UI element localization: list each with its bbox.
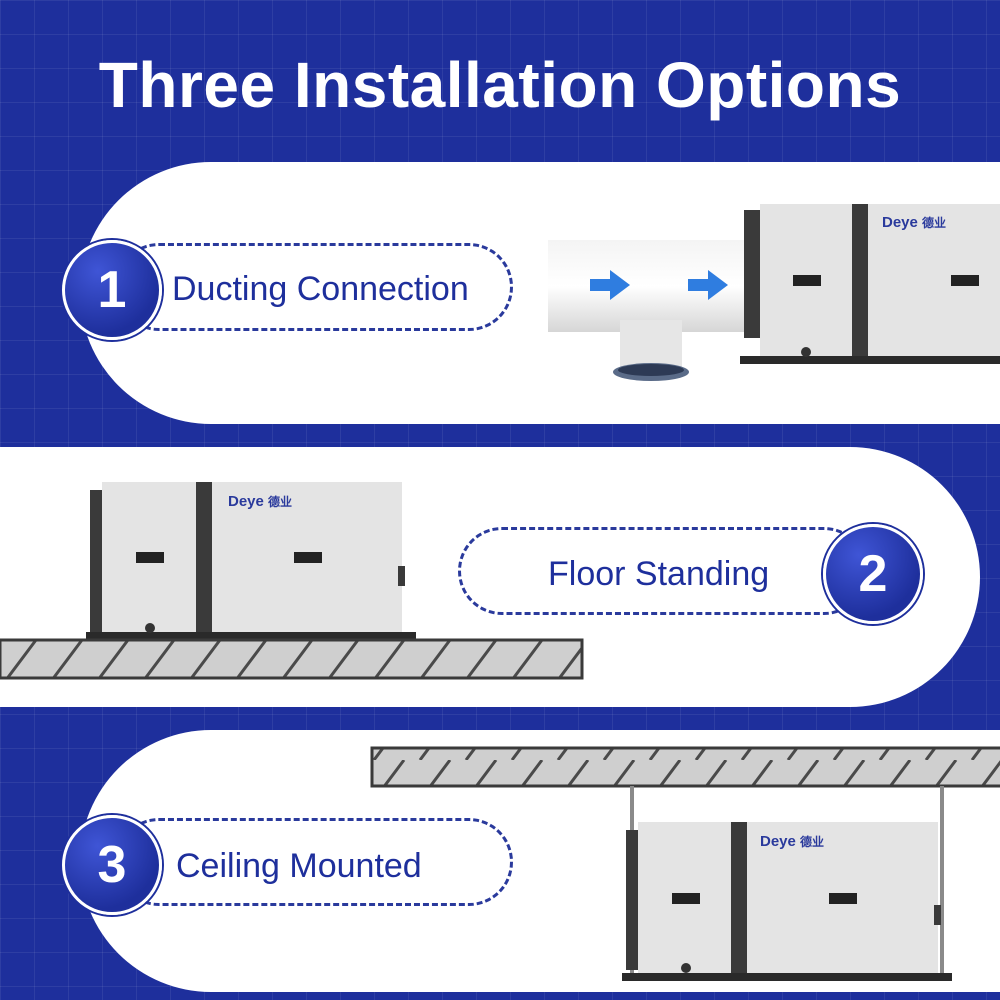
option-2-label: Floor Standing <box>548 555 770 593</box>
airflow-arrow-icon <box>590 270 728 300</box>
dehumidifier-unit-floor <box>86 482 416 640</box>
brand-logo: Deye 德业 <box>760 833 825 850</box>
option-3-label: Ceiling Mounted <box>176 847 422 885</box>
page-title: Three Installation Options <box>98 49 902 121</box>
option-1-label: Ducting Connection <box>172 270 469 308</box>
option-2-number-badge: 2 <box>823 524 923 624</box>
dehumidifier-unit-ceiling <box>622 822 952 981</box>
duct-pipe <box>548 240 748 381</box>
dehumidifier-unit-ducted <box>740 204 1000 364</box>
brand-logo: Deye 德业 <box>228 493 293 510</box>
brand-logo: Deye 德业 <box>882 214 947 231</box>
option-3-number-badge: 3 <box>62 815 162 915</box>
option-1-number-badge: 1 <box>62 240 162 340</box>
ceiling-slab <box>370 746 1000 788</box>
floor-slab <box>0 638 584 680</box>
